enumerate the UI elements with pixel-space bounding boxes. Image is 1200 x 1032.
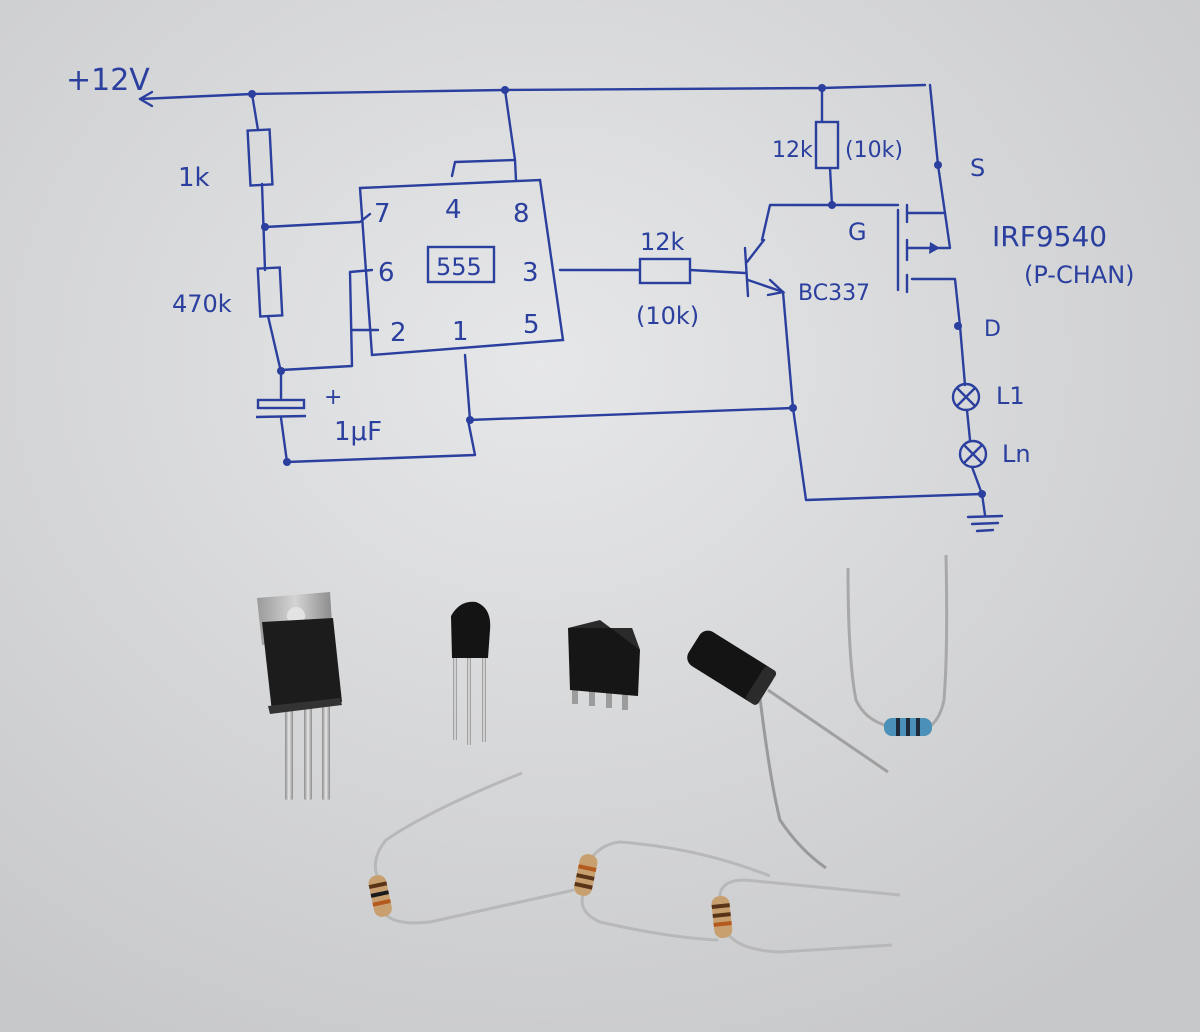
base-resistor-alt: (10k) <box>636 302 699 330</box>
base-resistor-value: 12k <box>640 228 685 256</box>
mosfet-arrow <box>929 242 940 254</box>
gate-resistor-value: 12k <box>772 138 813 163</box>
resistor-470k-label: 470k <box>172 290 232 318</box>
resistor-1k-label: 1k <box>178 163 210 193</box>
schematic-wires <box>138 83 1004 533</box>
junction-dots <box>248 84 986 498</box>
ic-dip8-photo <box>568 620 640 710</box>
ic-pin-7: 7 <box>374 199 391 229</box>
resistor-symbols <box>246 120 840 318</box>
gate-resistor-alt: (10k) <box>845 138 903 163</box>
ic-pin-5: 5 <box>523 310 540 340</box>
transistor-bc337-symbol <box>743 238 786 298</box>
mosfet-source-label: S <box>970 154 985 182</box>
lamp-symbols <box>951 382 988 469</box>
ic-label: 555 <box>436 253 482 281</box>
supply-arrow <box>138 90 154 108</box>
lamp-l1-label: L1 <box>996 382 1025 410</box>
supply-label: +12V <box>66 63 150 98</box>
mosfet-gate-label: G <box>848 218 867 246</box>
transistor-name: BC337 <box>798 281 870 306</box>
ic-pin-3: 3 <box>522 258 539 288</box>
resistor-470k-symbol <box>256 266 284 318</box>
mosfet-type: (P-CHAN) <box>1024 261 1135 289</box>
ic-555-body <box>358 178 565 357</box>
capacitor-value: 1μF <box>334 417 382 447</box>
capacitor-symbol <box>255 398 307 419</box>
schematic-labels: +12V 1k 470k + 1μF 4 8 7 6 555 3 2 1 5 1… <box>66 63 1135 468</box>
mosfet-to220-photo <box>257 592 342 800</box>
mosfet-name: IRF9540 <box>992 220 1107 253</box>
ic-pin-8: 8 <box>513 199 530 229</box>
transistor-to92-photo <box>451 601 491 745</box>
lamp-ln-symbol <box>958 439 988 469</box>
resistor-carbon-3-body <box>711 895 733 939</box>
mosfet-drain-label: D <box>984 317 1001 342</box>
resistor-1k-symbol <box>246 128 274 187</box>
ic-pin-2: 2 <box>390 318 407 348</box>
capacitor-plus: + <box>324 385 342 410</box>
resistor-blue-photo <box>846 554 949 736</box>
lamp-ln-label: Ln <box>1002 440 1031 468</box>
capacitor-photo <box>687 630 889 870</box>
ic-label-box <box>426 245 496 284</box>
resistor-gate-symbol <box>814 120 840 170</box>
ic-pin-1: 1 <box>452 317 469 347</box>
resistor-carbon-2-body <box>574 854 598 896</box>
resistor-base-symbol <box>638 257 692 285</box>
resistor-carbon-1-body <box>368 875 392 917</box>
ic-pin-4: 4 <box>445 195 462 225</box>
ic-pin-6: 6 <box>378 258 395 288</box>
lamp-l1-symbol <box>951 382 981 412</box>
